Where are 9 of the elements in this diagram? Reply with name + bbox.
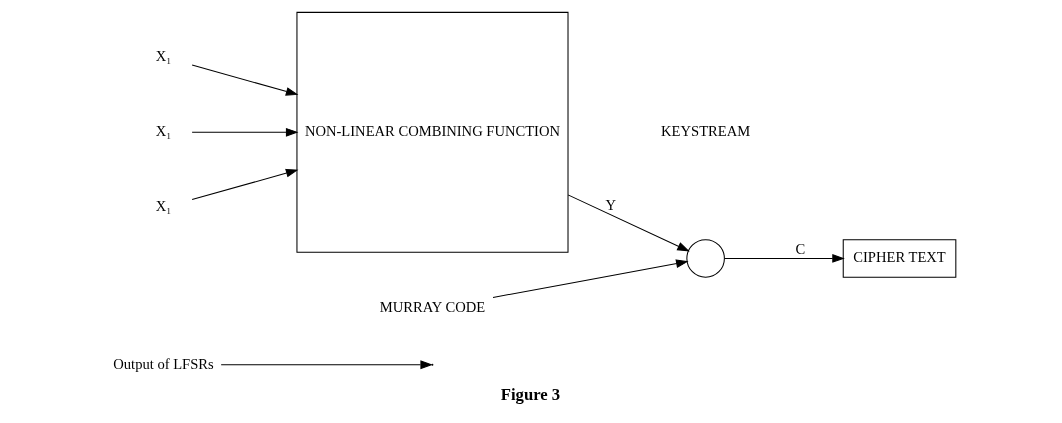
node-text: X₁: [155, 48, 172, 65]
caption: Figure 3: [500, 384, 561, 404]
node-text: X₁: [155, 123, 172, 140]
node-text: MURRAY CODE: [379, 299, 486, 316]
label: KEYSTREAM: [661, 123, 751, 140]
edge-label: C: [795, 241, 806, 258]
edge-label: Y: [605, 196, 617, 213]
node-text: X₁: [155, 198, 172, 215]
node-text: Output of LFSRs: [113, 355, 214, 372]
